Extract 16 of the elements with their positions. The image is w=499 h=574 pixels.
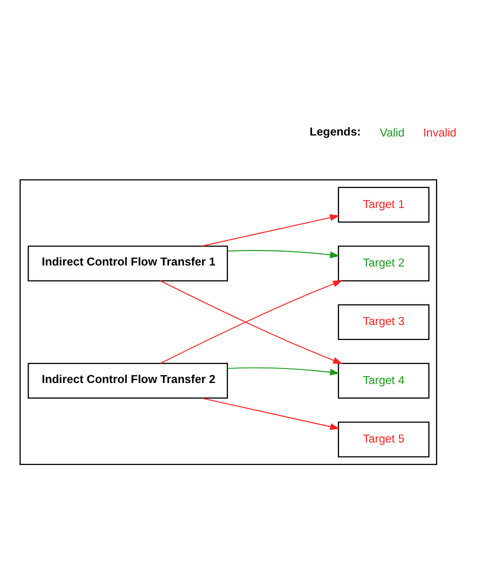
arrow bbox=[227, 250, 340, 258]
legend-label: Invalid bbox=[423, 127, 456, 140]
arrow bbox=[201, 397, 340, 430]
node-box: Indirect Control Flow Transfer 1 bbox=[28, 245, 228, 281]
node-box: Target 5 bbox=[338, 421, 430, 457]
node-box: Target 2 bbox=[338, 245, 430, 281]
legend-label: Valid bbox=[380, 127, 405, 140]
arrow bbox=[201, 214, 340, 246]
node-box: Indirect Control Flow Transfer 2 bbox=[28, 362, 228, 398]
node-box: Target 4 bbox=[338, 362, 430, 398]
arrow bbox=[227, 366, 340, 376]
cluster bbox=[20, 178, 438, 465]
label: Legends: bbox=[310, 126, 361, 138]
node-box: Target 1 bbox=[338, 186, 430, 222]
arrow bbox=[160, 280, 343, 364]
node-box: Target 3 bbox=[338, 304, 430, 340]
